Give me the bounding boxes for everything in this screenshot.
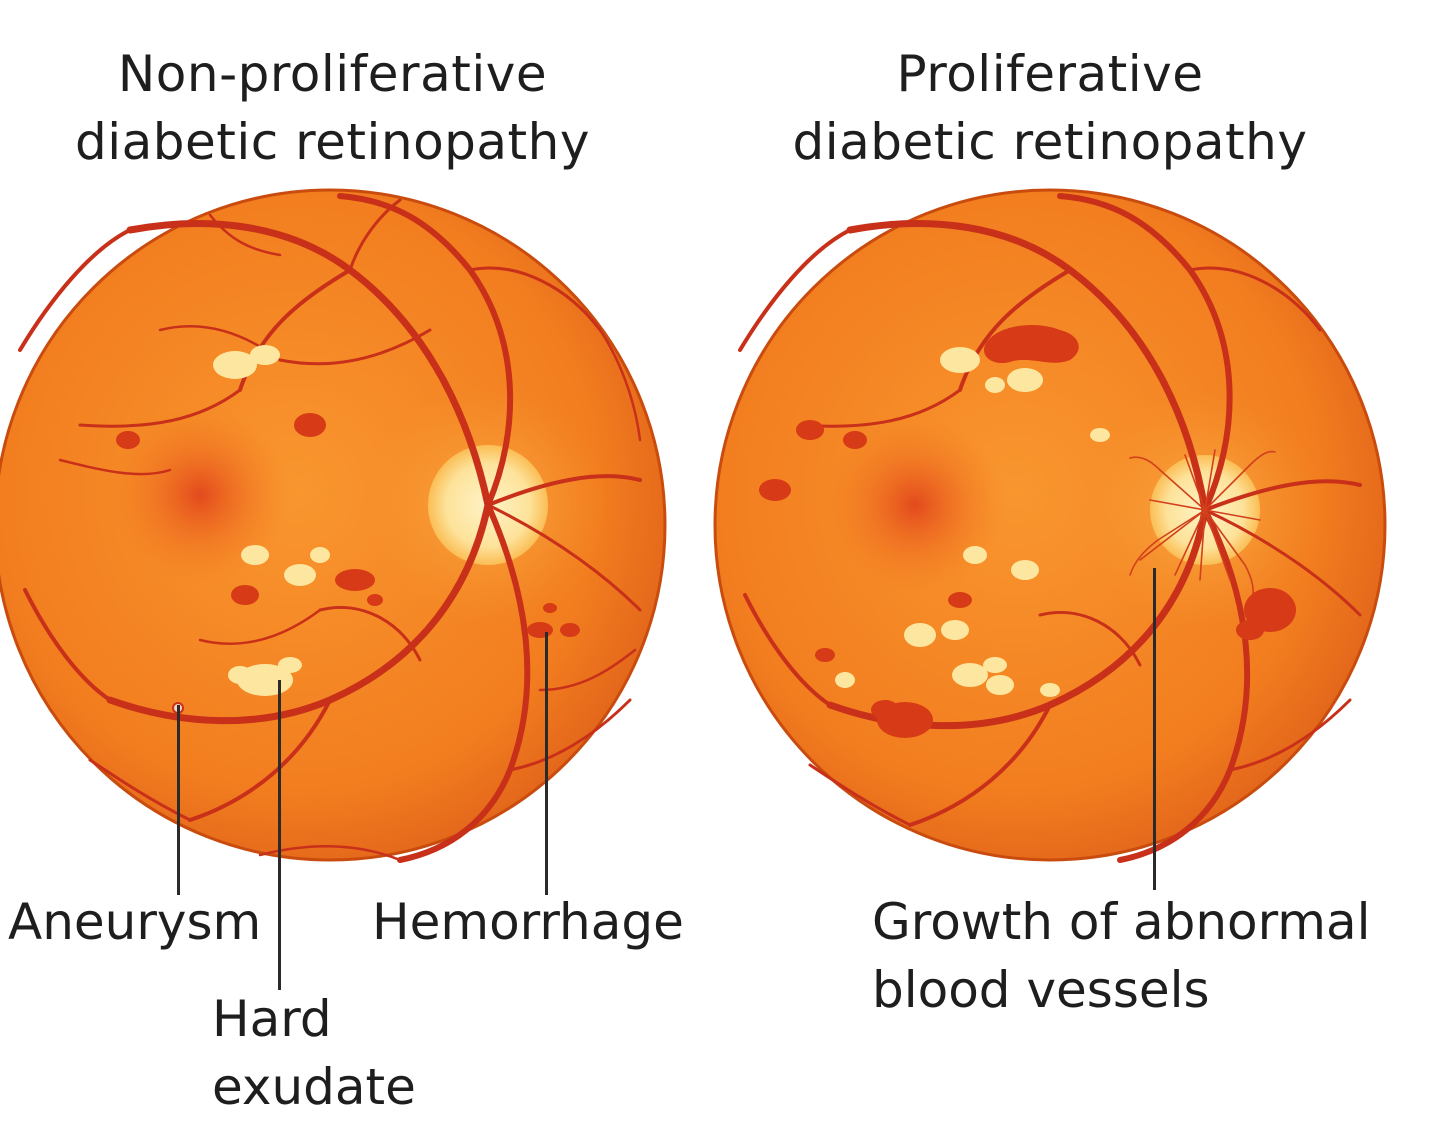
leader-abnormal-vessels	[1153, 568, 1156, 890]
title-line: Non-proliferative	[117, 45, 548, 103]
macula-right	[825, 415, 1005, 595]
label-line: Growth of abnormal	[872, 893, 1371, 951]
fundus-nonproliferative	[0, 188, 667, 863]
neovascular-tufts	[1129, 449, 1276, 601]
macula-left	[110, 405, 290, 585]
retina-disc-left	[0, 188, 667, 862]
title-line: diabetic retinopathy	[792, 113, 1308, 171]
title-line: diabetic retinopathy	[75, 113, 590, 171]
retina-disc-right	[713, 188, 1387, 862]
title-line: Proliferative	[896, 45, 1204, 103]
hemorrhages-right	[759, 325, 1296, 738]
label-hard-exudate: Hard exudate	[212, 985, 416, 1121]
label-line: blood vessels	[872, 961, 1210, 1019]
leader-hard-exudate	[278, 680, 281, 990]
leader-hemorrhage	[545, 632, 548, 895]
label-line: Hard	[212, 990, 332, 1048]
panel-title-nonproliferative: Non-proliferative diabetic retinopathy	[0, 40, 665, 176]
label-abnormal-vessels: Growth of abnormal blood vessels	[872, 888, 1371, 1024]
panel-title-proliferative: Proliferative diabetic retinopathy	[715, 40, 1385, 176]
label-aneurysm: Aneurysm	[8, 893, 262, 951]
exudates-right	[835, 347, 1110, 697]
leader-aneurysm	[177, 705, 180, 895]
label-hemorrhage: Hemorrhage	[372, 893, 684, 951]
hemorrhages-left	[116, 413, 580, 638]
label-line: exudate	[212, 1058, 416, 1116]
fundus-proliferative	[713, 188, 1387, 863]
